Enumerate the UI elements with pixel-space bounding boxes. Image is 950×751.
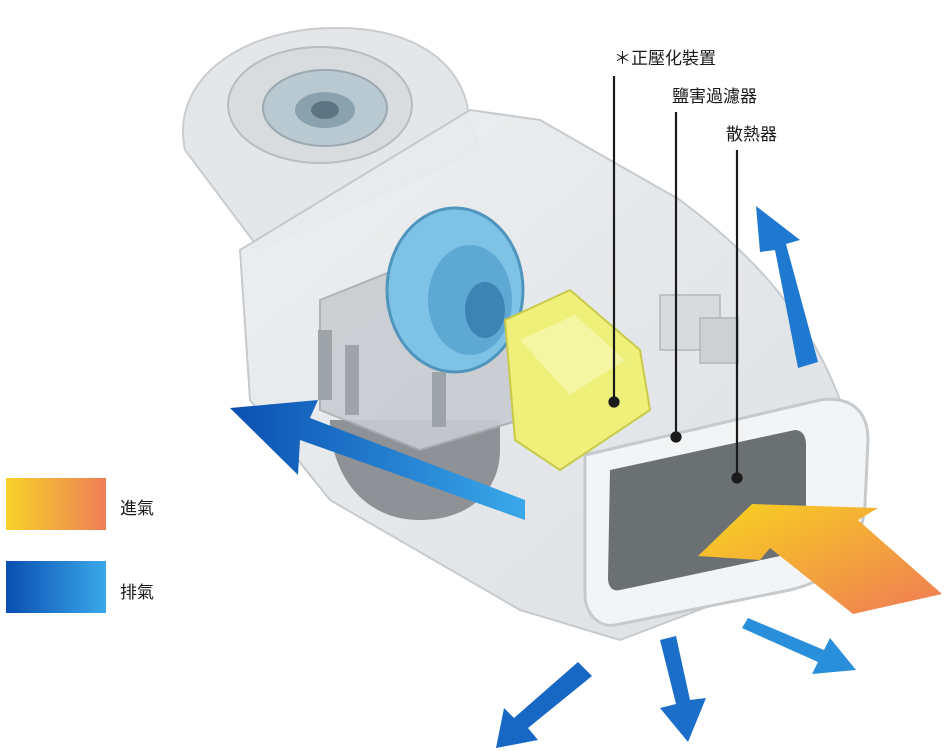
exhaust-arrow-bottom-right (742, 618, 856, 674)
exhaust-arrow-left (230, 400, 525, 520)
legend-intake-label: 進氣 (120, 499, 154, 519)
normalizer-label: ＊正壓化裝置 (614, 49, 716, 69)
exhaust-arrow-bottom-left (496, 662, 592, 748)
exhaust-arrows (230, 206, 856, 748)
heat-sink-label: 散熱器 (726, 125, 777, 145)
salt-filter-label: 鹽害過濾器 (672, 87, 757, 107)
exhaust-arrow-top (756, 206, 818, 368)
legend-exhaust-swatch (6, 561, 106, 613)
legend-exhaust-label: 排氣 (120, 583, 154, 603)
legend-intake-swatch (6, 478, 106, 530)
intake-arrow (698, 504, 942, 614)
lens-dome (182, 26, 482, 252)
exhaust-arrow-bottom-mid (660, 636, 706, 742)
leader-lines (608, 76, 743, 484)
